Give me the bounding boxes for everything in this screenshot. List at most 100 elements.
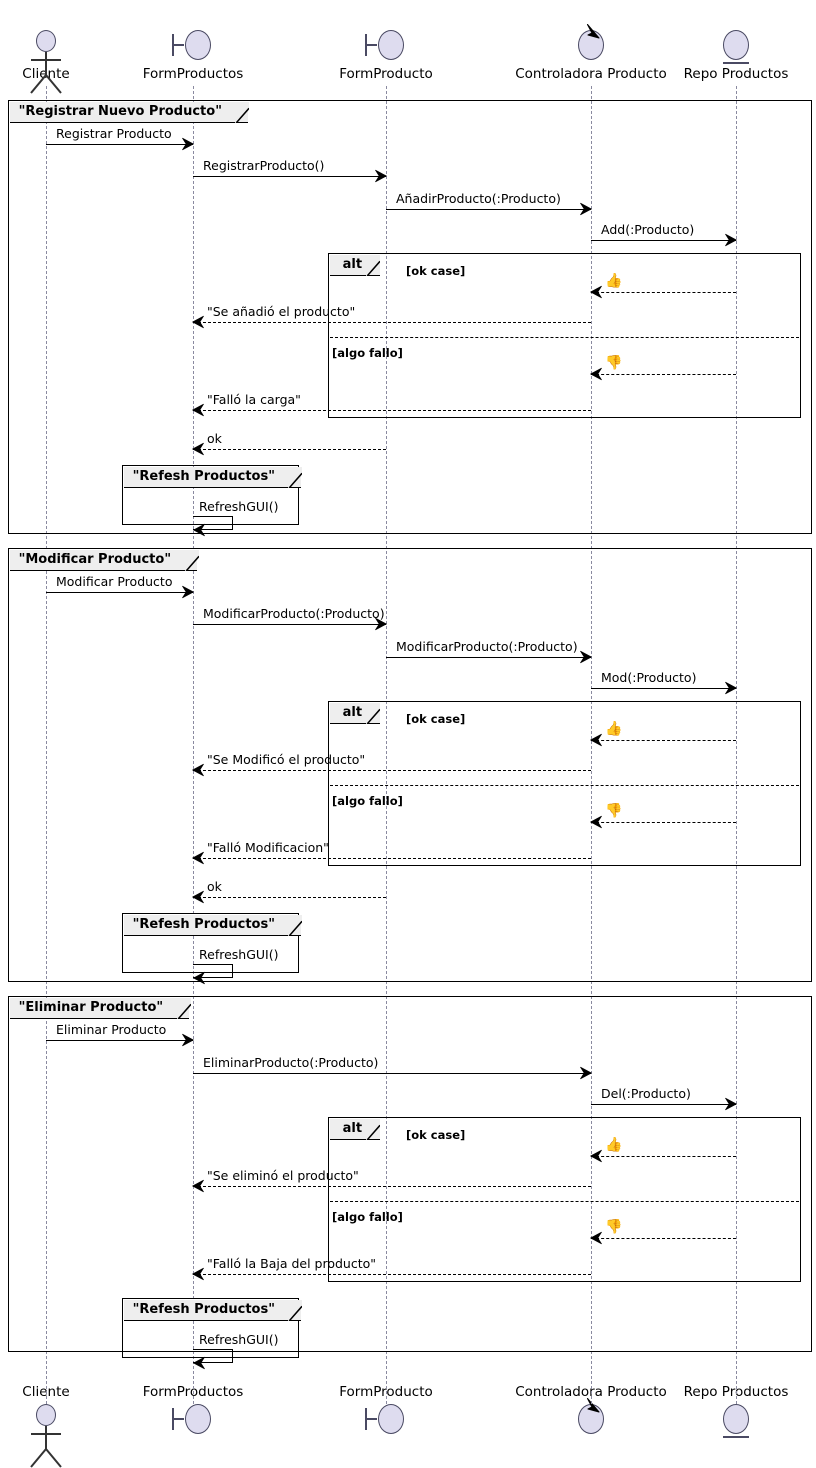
message-line — [193, 410, 591, 411]
group-eliminar-frame — [8, 996, 812, 1352]
frame-label-fold-icon — [287, 466, 302, 488]
thumbs-up-icon: 👍 — [605, 1137, 623, 1153]
participant-circle-icon — [185, 1404, 211, 1434]
message-line — [193, 1274, 591, 1275]
message-label: Mod(:Producto) — [601, 670, 697, 685]
entity-underline-icon — [723, 62, 749, 64]
message-arrowhead-icon — [192, 403, 204, 417]
participant-circle-icon — [723, 1404, 749, 1434]
message-arrowhead-icon — [725, 233, 737, 247]
message-label: Modificar Producto — [56, 574, 173, 589]
lifeline-repo — [736, 86, 737, 1404]
participant-circle-icon — [185, 30, 211, 60]
alt-modificar-frame — [328, 701, 801, 866]
group-eliminar-label: "Eliminar Producto" — [9, 997, 190, 1019]
message-label: ModificarProducto(:Producto) — [203, 606, 385, 621]
actor-body-icon — [45, 1426, 47, 1450]
message-line — [591, 292, 736, 293]
thumbs-down-icon: 👎 — [605, 1219, 623, 1235]
actor-head-icon — [36, 30, 56, 52]
alt-guard-fail: [algo fallo] — [332, 346, 403, 360]
boundary-connector-icon — [366, 1418, 377, 1420]
group-registrar-label: "Registrar Nuevo Producto" — [9, 101, 248, 123]
frame-label-fold-icon — [234, 101, 249, 123]
message-label: "Se Modificó el producto" — [207, 752, 366, 767]
actor-arms-icon — [31, 1433, 61, 1435]
alt-branch-divider — [329, 1201, 800, 1202]
refresh-registrar-frame — [122, 465, 299, 525]
actor-legs-icon — [30, 74, 62, 94]
boundary-bar-icon — [365, 34, 367, 56]
participant-label-cliente: Cliente — [22, 1384, 70, 1400]
self-message-label: RefreshGUI() — [199, 947, 279, 962]
message-label: "Se añadió el producto" — [207, 304, 356, 319]
message-arrowhead-icon — [192, 315, 204, 329]
message-arrowhead-icon — [590, 733, 602, 747]
message-line — [591, 240, 736, 241]
entity-underline-icon — [723, 1436, 749, 1438]
message-arrowhead-icon — [192, 1267, 204, 1281]
frame-label-fold-icon — [365, 702, 380, 724]
participant-label-repo: Repo Productos — [683, 66, 789, 82]
boundary-bar-icon — [365, 1408, 367, 1430]
participant-circle-icon — [378, 1404, 404, 1434]
message-arrowhead-icon — [375, 169, 387, 183]
message-line — [591, 822, 736, 823]
message-line — [193, 770, 591, 771]
message-label: Eliminar Producto — [56, 1022, 167, 1037]
message-arrowhead-icon — [580, 202, 592, 216]
participant-circle-icon — [378, 30, 404, 60]
message-line — [46, 592, 193, 593]
message-arrowhead-icon — [580, 650, 592, 664]
message-label: Del(:Producto) — [601, 1086, 691, 1101]
group-modificar-label: "Modificar Producto" — [9, 549, 198, 571]
message-line — [193, 1073, 591, 1074]
self-message-label: RefreshGUI() — [199, 1332, 279, 1347]
message-line — [591, 1238, 736, 1239]
boundary-connector-icon — [366, 44, 377, 46]
frame-label-fold-icon — [287, 1299, 302, 1321]
message-line — [193, 624, 386, 625]
message-line — [386, 209, 591, 210]
message-arrowhead-icon — [192, 1179, 204, 1193]
thumbs-down-icon: 👎 — [605, 355, 623, 371]
message-arrowhead-icon — [590, 815, 602, 829]
message-arrowhead-icon — [192, 890, 204, 904]
message-label: ok — [207, 879, 222, 894]
alt-guard-ok: [ok case] — [406, 712, 466, 726]
control-arrow-icon — [586, 1398, 600, 1413]
message-arrowhead-icon — [192, 763, 204, 777]
message-line — [591, 374, 736, 375]
message-line — [591, 740, 736, 741]
message-label: "Falló la carga" — [207, 392, 301, 407]
self-message-box — [193, 516, 233, 530]
message-line — [591, 688, 736, 689]
actor-body-icon — [45, 52, 47, 76]
alt-guard-ok: [ok case] — [406, 1128, 466, 1142]
lifeline-formproductos — [193, 86, 194, 1404]
thumbs-up-icon: 👍 — [605, 721, 623, 737]
message-label: "Se eliminó el producto" — [207, 1168, 359, 1183]
message-arrowhead-icon — [590, 367, 602, 381]
message-line — [386, 657, 591, 658]
message-arrowhead-icon — [590, 1149, 602, 1163]
alt-branch-divider — [329, 785, 800, 786]
self-message-box — [193, 1349, 233, 1363]
actor-arms-icon — [31, 59, 61, 61]
message-line — [193, 858, 591, 859]
boundary-bar-icon — [172, 1408, 174, 1430]
participant-label-controladora: Controladora Producto — [515, 1384, 667, 1400]
alt-eliminar-frame — [328, 1117, 801, 1282]
participant-label-repo: Repo Productos — [683, 1384, 789, 1400]
thumbs-up-icon: 👍 — [605, 273, 623, 289]
message-arrowhead-icon — [192, 851, 204, 865]
message-arrowhead-icon — [590, 1231, 602, 1245]
message-label: ModificarProducto(:Producto) — [396, 639, 578, 654]
refresh-eliminar-frame — [122, 1298, 299, 1358]
frame-label-fold-icon — [287, 914, 302, 936]
alt-guard-fail: [algo fallo] — [332, 1210, 403, 1224]
message-line — [193, 322, 591, 323]
message-label: ok — [207, 431, 222, 446]
message-arrowhead-icon — [375, 617, 387, 631]
